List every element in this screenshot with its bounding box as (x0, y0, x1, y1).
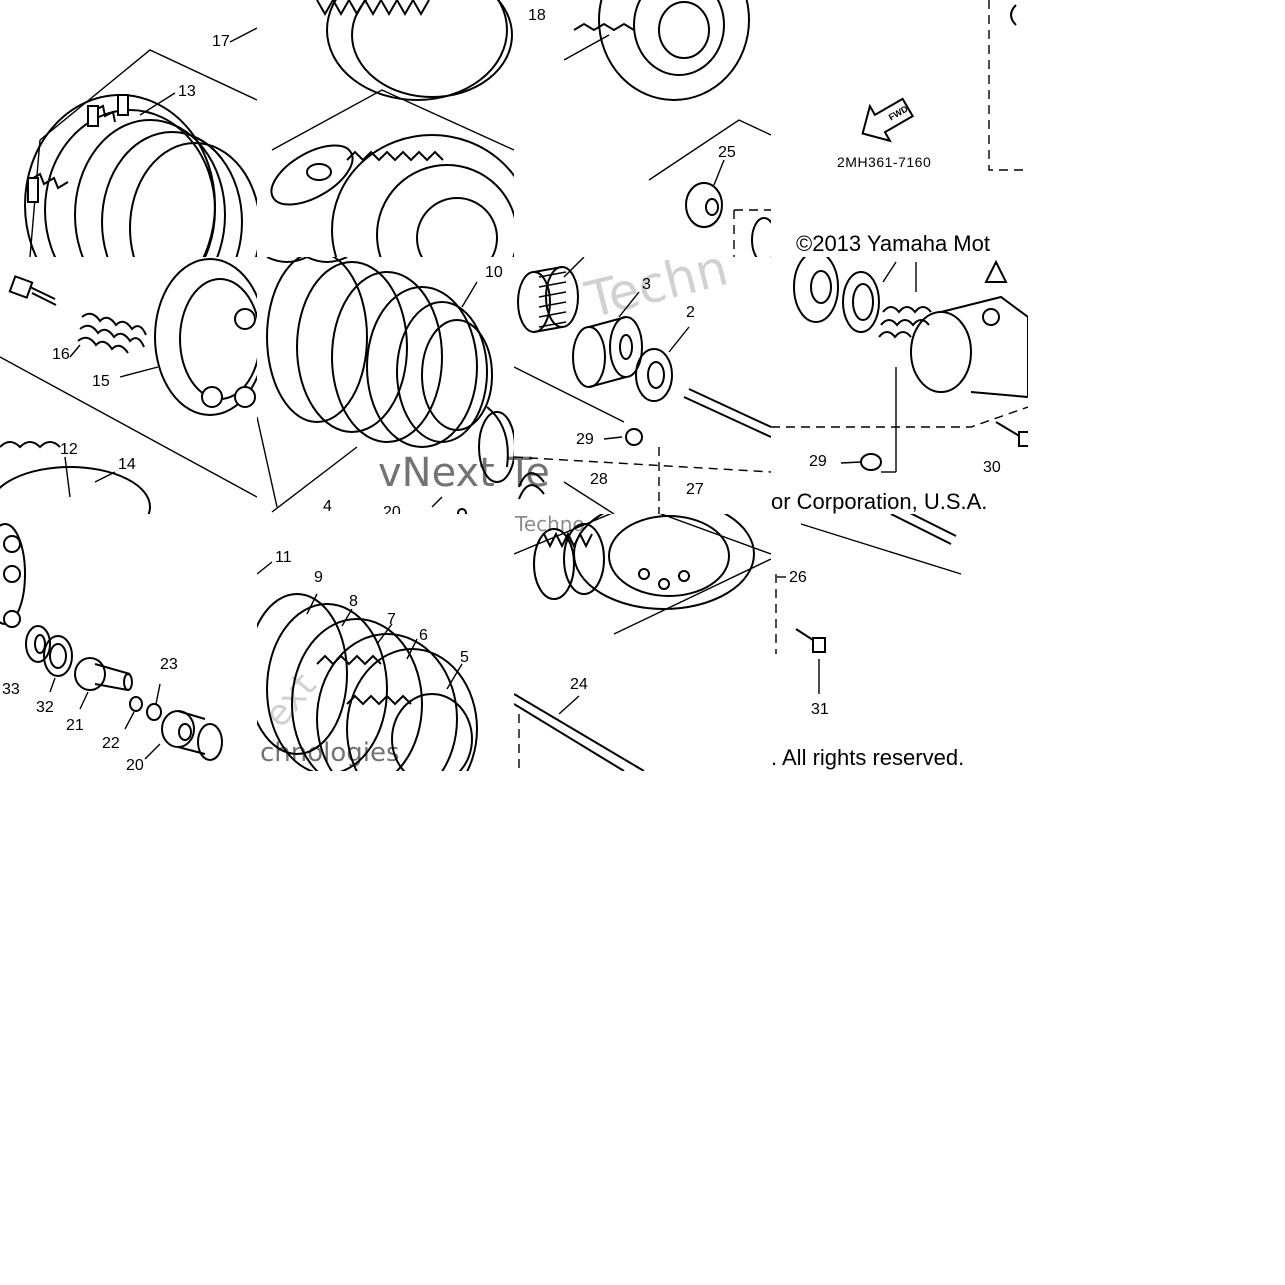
callout-33: 33 (2, 681, 20, 698)
callout-11: 11 (275, 549, 292, 566)
callout-28: 28 (590, 471, 608, 488)
callout-32: 32 (36, 699, 54, 716)
release-cylinder (910, 295, 1028, 399)
bolt-17 (8, 275, 57, 306)
bolt-30 (995, 421, 1028, 447)
bearing-drawing (514, 257, 771, 514)
washer-20 (161, 710, 223, 761)
callout-8: 8 (349, 593, 358, 610)
callout-29-right: 29 (809, 453, 827, 470)
diagram-tile-clutch-housing: 24 (514, 514, 771, 771)
callout-5: 5 (460, 649, 469, 666)
callout-26: 26 (789, 569, 807, 586)
collar-3 (572, 316, 643, 388)
part-code: 2MH361-7160 (837, 154, 932, 170)
callout-14: 14 (118, 456, 136, 473)
washer-2 (635, 348, 673, 402)
pressure-plate-drawing (0, 258, 257, 514)
diagram-tile-reference: FWD 2MH361-7160 (771, 0, 1028, 257)
callout-22: 22 (102, 735, 120, 752)
clutch-housing-drawing (514, 514, 771, 771)
diagram-tile-release: 29 30 (771, 257, 1028, 514)
callout-4: 4 (323, 498, 332, 515)
seal (793, 257, 839, 323)
callout-21: 21 (66, 717, 84, 734)
copyright-line-2: or Corporation, U.S.A. (771, 489, 988, 514)
callout-6: 6 (419, 627, 428, 644)
diagram-tile-friction-plates: 10 4 20 19 (257, 257, 514, 514)
callout-20-bottom: 20 (126, 757, 144, 772)
callout-16: 16 (52, 346, 70, 363)
callout-29-left: 29 (576, 431, 594, 448)
copyright-line-1: ©2013 Yamaha Mot (796, 231, 990, 256)
primary-gear-drawing (270, 0, 514, 257)
diagram-tile-clutch-hub: 18 25 (514, 0, 771, 257)
callout-2: 2 (686, 304, 695, 321)
clutch-plates-drawing (24, 27, 257, 257)
callout-7: 7 (387, 611, 396, 628)
bolts-drawing (775, 514, 962, 694)
diagram-tile-bearing: 29 3 2 28 27 (514, 257, 771, 514)
callout-23: 23 (160, 656, 178, 673)
callout-30: 30 (983, 459, 1001, 476)
callout-31: 31 (811, 701, 829, 718)
rod-21 (74, 657, 133, 691)
callout-13: 13 (178, 83, 196, 100)
bolt-31 (795, 628, 826, 653)
push-rod-drawing (0, 523, 223, 761)
diagram-tile-push-rod: 33 32 21 22 23 20 (0, 514, 257, 771)
callout-24: 24 (570, 676, 588, 693)
clutch-hub-drawing (563, 0, 771, 257)
diagram-tile-primary-gear (257, 0, 514, 257)
needle-bearing (517, 266, 579, 333)
callout-17: 17 (212, 33, 230, 50)
diagram-tile-clutch-boss: 11 9 8 7 6 5 (257, 514, 514, 771)
fwd-arrow-icon (861, 97, 915, 143)
diagram-tile-bolts: 26 31 (771, 514, 1028, 771)
callout-15: 15 (92, 373, 110, 390)
callout-18: 18 (528, 7, 546, 24)
bearing-32 (43, 635, 73, 677)
friction-plates-drawing (257, 257, 514, 514)
callout-12: 12 (60, 441, 78, 458)
fwd-arrow-drawing (861, 0, 1028, 171)
callout-27: 27 (686, 481, 704, 498)
callout-20-top: 20 (383, 504, 401, 515)
diagram-tile-clutch-plates: 13 17 (0, 0, 257, 257)
spring-release (878, 306, 932, 339)
spring-16 (77, 312, 147, 354)
callout-3: 3 (642, 276, 651, 293)
callout-10: 10 (485, 264, 503, 281)
copyright-line-3: . All rights reserved. (771, 745, 965, 770)
oring (842, 271, 880, 333)
callout-9: 9 (314, 569, 323, 586)
clutch-boss-drawing (257, 561, 478, 771)
washer-33 (25, 625, 51, 663)
diagram-tile-pressure-plate: 16 15 12 14 (0, 257, 257, 514)
release-mechanism-drawing (771, 257, 1028, 473)
callout-25: 25 (718, 144, 736, 161)
